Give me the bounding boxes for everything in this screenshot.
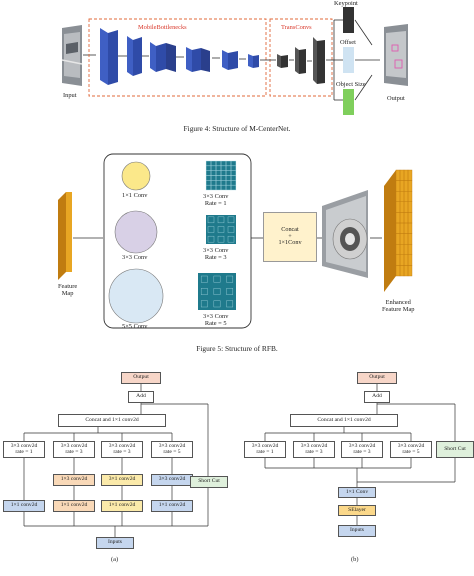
b-dil-rate1-box: 3×3 conv2d rate = 1 <box>244 441 286 458</box>
feature-map-block <box>58 192 72 280</box>
dil1-grid <box>205 160 237 191</box>
b-concat-box: Concat and 1×1 conv2d <box>290 414 398 427</box>
conv5-circle <box>108 268 164 324</box>
b-shortcut-box: Short Cut <box>436 441 474 458</box>
b-inputs-box: Inputs <box>338 525 376 537</box>
a-dil-rate5-box: 3×3 conv2d rate = 5 <box>151 441 193 458</box>
b-conv1x1-box: 1×1 Conv <box>338 487 376 498</box>
conv3-circle <box>114 210 158 254</box>
kernel-cell <box>215 185 222 191</box>
kernel-cell <box>226 275 234 283</box>
dil1-label: 3×3 Conv Rate = 1 <box>203 193 229 207</box>
kernel-cell <box>226 288 234 295</box>
dil3-label: 3×3 Conv Rate = 3 <box>203 247 229 261</box>
b-label: (b) <box>351 556 359 563</box>
a-dil-rate3b-box: 3×3 conv2d rate = 3 <box>101 441 143 458</box>
feature-map-label: Feature Map <box>58 283 78 297</box>
kernel-cell <box>207 235 215 243</box>
kernel-cell <box>213 288 221 295</box>
conv3-label: 3×3 Conv <box>122 254 148 261</box>
dil5-label: 3×3 Conv Rate = 5 <box>203 313 229 327</box>
conv1-label: 1×1 Conv <box>122 192 148 199</box>
enhanced-feature-map-label: Enhanced Feature Map <box>382 299 415 313</box>
a-label: (a) <box>111 556 119 563</box>
a-inputs-box: Inputs <box>96 537 134 549</box>
kernel-cell <box>227 216 235 224</box>
transconvs-label: TransConvs <box>281 24 312 31</box>
b-selayer-box: SElayer <box>338 505 376 516</box>
output-image <box>384 24 408 86</box>
conv5-label: 5×5 Conv <box>122 323 148 330</box>
input-image <box>61 25 83 86</box>
kernel-cell <box>200 275 208 283</box>
a-concat-box: Concat and 1×1 conv2d <box>58 414 166 427</box>
a-conv1x1-box-4: 1×1 conv2d <box>151 500 193 512</box>
a-conv1x1-box-3: 1×1 conv2d <box>101 500 143 512</box>
kernel-cell <box>207 226 215 233</box>
b-dil-rate5-box: 3×3 conv2d rate = 5 <box>390 441 432 458</box>
output-label: Output <box>387 95 405 102</box>
trans-dashed-box <box>269 18 333 97</box>
b-dil-rate3b-box: 3×3 conv2d rate = 3 <box>341 441 383 458</box>
a-conv1x3-box: 1×3 conv2d <box>53 474 95 486</box>
concat-conv-box: Concat + 1×1Conv <box>263 212 317 262</box>
enhanced-feature-map-block <box>384 169 413 292</box>
a-conv1x1-box-2: 1×1 conv2d <box>53 500 95 512</box>
mobile-bottlenecks-label: MobileBottlenecks <box>138 24 187 31</box>
kernel-cell <box>217 235 225 243</box>
kernel-cell <box>213 275 221 283</box>
a-conv1x1-box-1: 1×1 conv2d <box>3 500 45 512</box>
kernel-cell <box>200 288 208 295</box>
input-label: Input <box>63 92 77 99</box>
kernel-cell <box>207 216 215 224</box>
keypoint-block <box>343 7 354 33</box>
keypoint-label: Keypoint <box>334 0 358 7</box>
kernel-cell <box>210 185 217 191</box>
a-dil-rate3-box: 3×3 conv2d rate = 3 <box>53 441 95 458</box>
a-shortcut-box: Short Cut <box>190 476 228 488</box>
a-dil-rate1-box: 3×3 conv2d rate = 1 <box>3 441 45 458</box>
dil3-grid <box>206 215 236 244</box>
figure-4-caption: Figure 4: Structure of M-CenterNet. <box>183 124 291 133</box>
offset-label: Offset <box>340 39 356 46</box>
figure-5-caption: Figure 5: Structure of RFB. <box>196 344 278 353</box>
kernel-cell <box>225 185 232 191</box>
mobile-dashed-box <box>88 18 267 97</box>
a-add-box: Add <box>128 391 154 403</box>
transconv-blocks <box>277 37 325 84</box>
feature-cell <box>407 265 413 277</box>
a-conv3x1-box: 3×1 conv2d <box>101 474 143 486</box>
mobile-bottleneck-blocks <box>100 28 276 85</box>
b-output-box: Output <box>357 372 397 384</box>
kernel-cell <box>217 216 225 224</box>
kernel-cell <box>205 185 212 191</box>
kernel-cell <box>217 226 225 233</box>
offset-block <box>343 47 354 73</box>
a-conv3x3-box: 3×3 conv2d <box>151 474 193 486</box>
kernel-cell <box>213 300 221 308</box>
a-output-box: Output <box>121 372 161 384</box>
rfb-image <box>322 190 368 278</box>
kernel-cell <box>230 185 237 191</box>
kernel-cell <box>220 185 227 191</box>
kernel-cell <box>226 300 234 308</box>
object-size-label: Object Size <box>336 81 366 88</box>
objsize-block <box>343 89 354 115</box>
dil5-grid <box>198 273 236 310</box>
b-dil-rate3-box: 3×3 conv2d rate = 3 <box>293 441 335 458</box>
kernel-cell <box>227 235 235 243</box>
conv1-circle <box>121 161 151 191</box>
head-branches <box>326 7 380 115</box>
b-add-box: Add <box>364 391 390 403</box>
kernel-cell <box>200 300 208 308</box>
kernel-cell <box>227 226 235 233</box>
